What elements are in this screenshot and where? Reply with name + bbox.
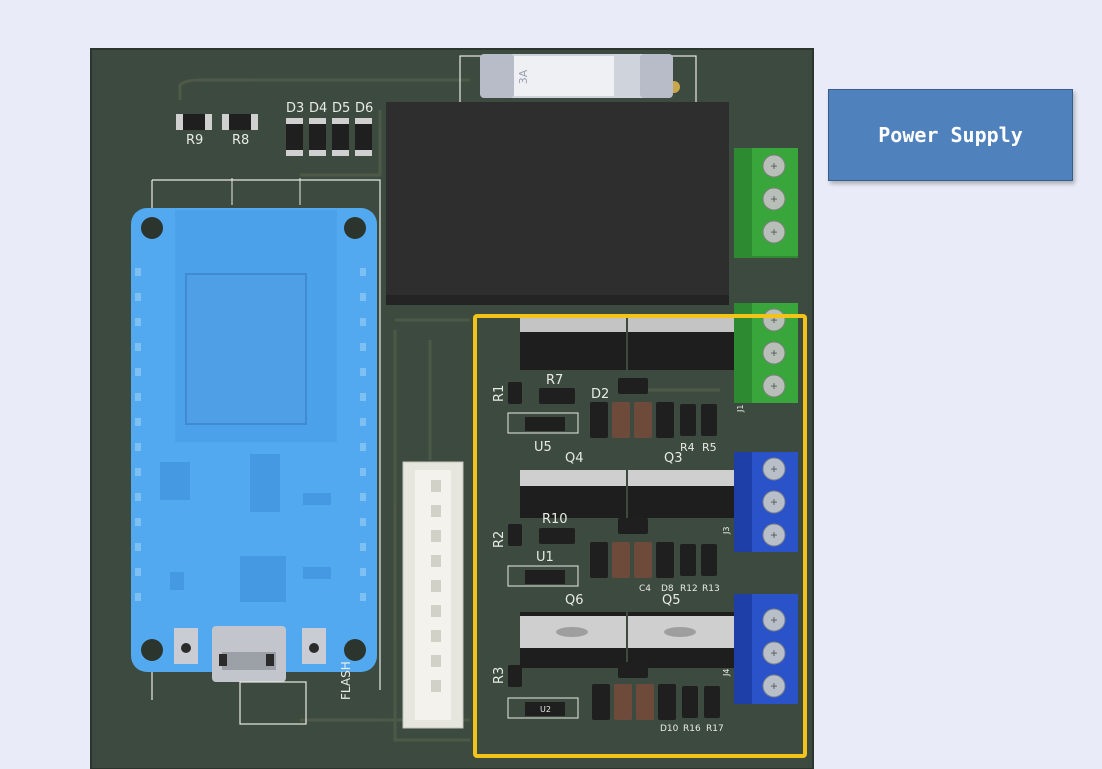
resistor-r9[interactable] <box>176 114 212 130</box>
svg-text:+: + <box>770 159 777 173</box>
label-u5: U5 <box>534 440 552 455</box>
svg-text:+: + <box>770 679 777 693</box>
usb-connector[interactable] <box>212 626 286 682</box>
label-d6: D6 <box>355 101 373 116</box>
label-d8: D8 <box>661 584 674 594</box>
resistor-r8[interactable] <box>222 114 258 130</box>
label-c4: C4 <box>639 584 651 594</box>
label-r16: R16 <box>683 724 701 734</box>
terminal-block-green-j1[interactable]: + + + <box>734 303 798 403</box>
mosfet-q5[interactable] <box>628 612 734 668</box>
svg-text:+: + <box>770 613 777 627</box>
terminal-block-green-top[interactable]: + + + <box>734 148 798 258</box>
mosfet-q3[interactable] <box>628 470 734 518</box>
label-r4: R4 <box>680 441 695 454</box>
relay[interactable] <box>386 102 729 305</box>
power-supply-label: Power Supply <box>878 123 1023 147</box>
label-d10: D10 <box>660 724 679 734</box>
label-r10: R10 <box>542 512 568 527</box>
label-d3: D3 <box>286 101 304 116</box>
label-r8: R8 <box>232 133 249 148</box>
label-d5: D5 <box>332 101 350 116</box>
label-r5: R5 <box>702 441 717 454</box>
fuse-rating-label: 3A <box>517 69 530 84</box>
smd-rows <box>590 402 720 720</box>
label-j4: J4 <box>722 669 731 677</box>
esp32-module[interactable] <box>131 208 377 672</box>
label-j1: J1 <box>736 405 745 413</box>
label-r3: R3 <box>492 667 507 684</box>
jst-header-connector[interactable] <box>402 461 464 729</box>
mosfet-q6[interactable] <box>520 612 626 668</box>
label-r17: R17 <box>706 724 724 734</box>
smd-components <box>507 378 648 719</box>
svg-text:+: + <box>770 379 777 393</box>
label-u2: U2 <box>540 705 551 714</box>
label-r1: R1 <box>492 385 507 402</box>
diode-array-d3-d6[interactable] <box>286 118 372 156</box>
terminal-block-blue-j4[interactable]: + + + <box>734 594 798 704</box>
mosfet-row-1[interactable] <box>520 318 734 370</box>
label-j3: J3 <box>722 527 731 535</box>
label-q5: Q5 <box>662 593 681 608</box>
svg-text:+: + <box>770 495 777 509</box>
label-q6: Q6 <box>565 593 584 608</box>
fuse[interactable]: 3A <box>459 54 697 105</box>
label-flash: FLASH <box>339 661 353 700</box>
svg-text:+: + <box>770 225 777 239</box>
label-r13: R13 <box>702 584 720 594</box>
label-r7: R7 <box>546 373 563 388</box>
power-supply-highlight-box <box>473 314 807 758</box>
label-u1: U1 <box>536 550 554 565</box>
svg-text:+: + <box>770 346 777 360</box>
label-r9: R9 <box>186 133 203 148</box>
module-pins-right <box>360 268 366 601</box>
power-supply-callout[interactable]: Power Supply <box>828 89 1073 181</box>
svg-text:+: + <box>770 313 777 327</box>
terminal-block-blue-j3[interactable]: + + + <box>734 452 798 552</box>
label-d2: D2 <box>591 387 609 402</box>
label-r12: R12 <box>680 584 698 594</box>
svg-text:+: + <box>770 528 777 542</box>
svg-text:+: + <box>770 192 777 206</box>
module-pins-left <box>135 268 141 601</box>
label-q3: Q3 <box>664 451 683 466</box>
mosfet-q4[interactable] <box>520 470 626 518</box>
svg-text:+: + <box>770 462 777 476</box>
label-q4: Q4 <box>565 451 584 466</box>
svg-text:+: + <box>770 646 777 660</box>
label-r2: R2 <box>492 531 507 548</box>
label-d4: D4 <box>309 101 327 116</box>
